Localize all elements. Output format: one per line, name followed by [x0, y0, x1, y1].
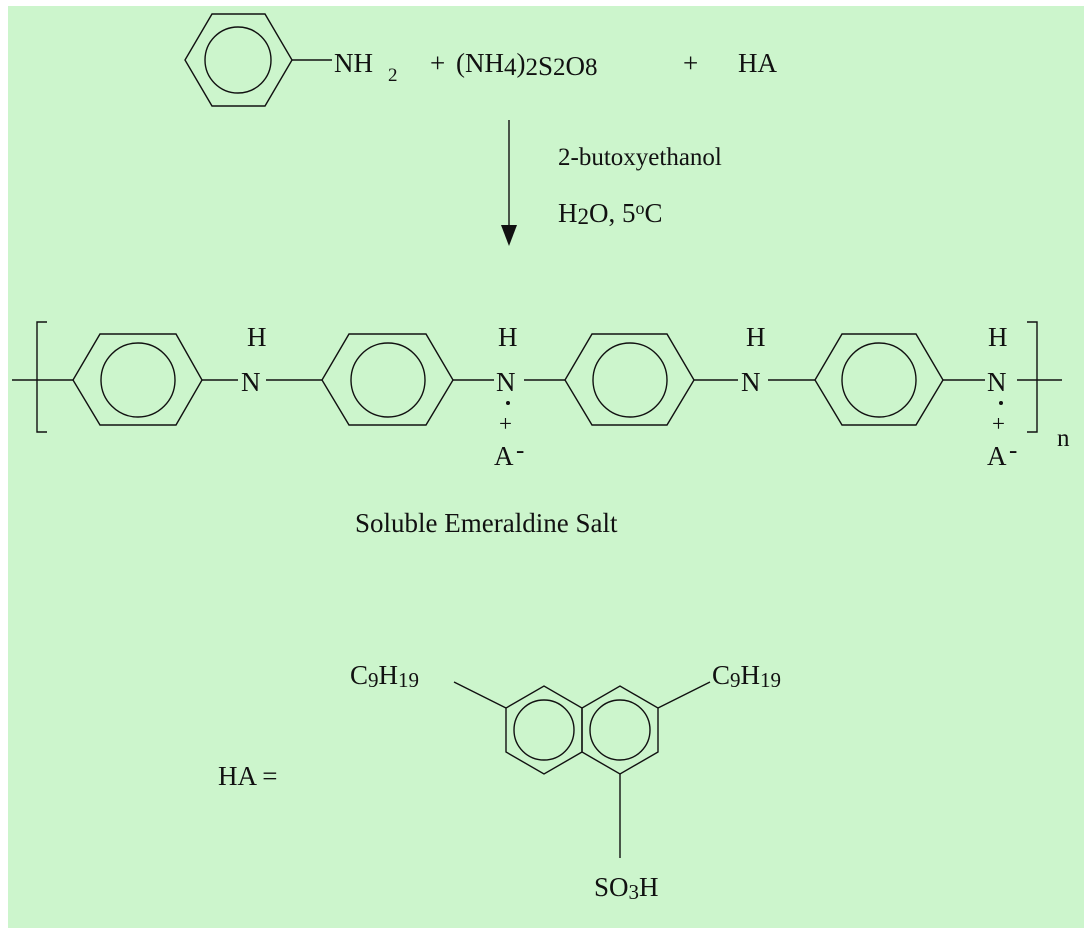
polymer-ring-4 [814, 333, 944, 426]
n4-radical-dot [999, 401, 1003, 405]
reaction-arrow-head [501, 225, 517, 246]
left-alkyl-c: C [350, 660, 368, 690]
water-sub: 2 [578, 204, 590, 229]
solvent-label: 2-butoxyethanol [558, 144, 722, 171]
degree-sign: o [636, 198, 645, 218]
reaction-scheme: NH 2 + (NH4)2S2O8 + HA 2-butoxyethanol H… [8, 6, 1084, 928]
n4-plus: + [992, 411, 1005, 436]
n1-h: H [247, 322, 267, 352]
amine-subscript: 2 [388, 65, 398, 86]
right-alkyl-c: C [712, 660, 730, 690]
sulfonate-group: SO3H [594, 872, 659, 904]
left-alkyl-group: C9H19 [350, 660, 419, 692]
ha-label: HA = [218, 761, 277, 791]
n4-h: H [988, 322, 1008, 352]
oxidant-part-1: (NH [456, 48, 504, 78]
oxidant-part-6: 2 [553, 54, 566, 81]
polymer-ring-1 [72, 333, 203, 426]
polymer-name: Soluble Emeraldine Salt [355, 508, 618, 538]
acid-label: HA [738, 48, 777, 78]
n2-n: N [496, 367, 516, 397]
n3-h: H [746, 322, 766, 352]
sulfonate-h: H [639, 872, 659, 902]
oxidant-part-7: O [566, 51, 586, 81]
left-alkyl-sub1: 9 [368, 668, 379, 692]
oxidant-formula: (NH4)2S2O8 [456, 48, 598, 81]
n2-plus: + [499, 411, 512, 436]
oxidant-part-2: 4 [504, 54, 517, 81]
n4-anion: A [987, 441, 1007, 471]
oxidant-part-5: S [538, 51, 553, 81]
plus-sign-2: + [683, 48, 698, 78]
sulfonate-sub: 3 [629, 880, 640, 904]
water-rest: O, 5 [589, 198, 636, 228]
oxidant-part-4: 2 [526, 54, 539, 81]
right-alkyl-sub1: 9 [730, 668, 741, 692]
water-conditions: H2O, 5oC [558, 198, 663, 229]
right-alkyl-sub2: 19 [760, 668, 781, 692]
n2-anion-charge: - [516, 437, 524, 464]
oxidant-part-3: ) [517, 48, 526, 78]
n2-anion: A [494, 441, 514, 471]
repeat-subscript: n [1057, 425, 1070, 452]
n3-n: N [741, 367, 761, 397]
left-alkyl-sub2: 19 [398, 668, 419, 692]
n1-n: N [241, 367, 261, 397]
n2-h: H [498, 322, 518, 352]
n2-radical-dot [506, 401, 510, 405]
polymer-ring-3 [564, 333, 695, 426]
sulfonate-so: SO [594, 872, 629, 902]
right-alkyl-group: C9H19 [712, 660, 781, 692]
plus-sign-1: + [430, 48, 445, 78]
polymer-left-bracket [36, 321, 47, 433]
left-alkyl-bond [453, 681, 507, 709]
amine-group: NH [334, 48, 373, 78]
n4-anion-charge: - [1009, 437, 1017, 464]
aniline-ring [184, 13, 293, 107]
right-alkyl-bond [657, 681, 711, 709]
left-alkyl-h: H [379, 660, 399, 690]
polymer-ring-2 [321, 333, 454, 426]
temperature-unit: C [645, 198, 663, 228]
water-h: H [558, 198, 578, 228]
n4-n: N [987, 367, 1007, 397]
green-background [8, 6, 1084, 928]
figure-background: NH 2 + (NH4)2S2O8 + HA 2-butoxyethanol H… [8, 6, 1084, 928]
oxidant-part-8: 8 [585, 54, 598, 81]
polymer-right-bracket [1027, 321, 1038, 433]
right-alkyl-h: H [741, 660, 761, 690]
